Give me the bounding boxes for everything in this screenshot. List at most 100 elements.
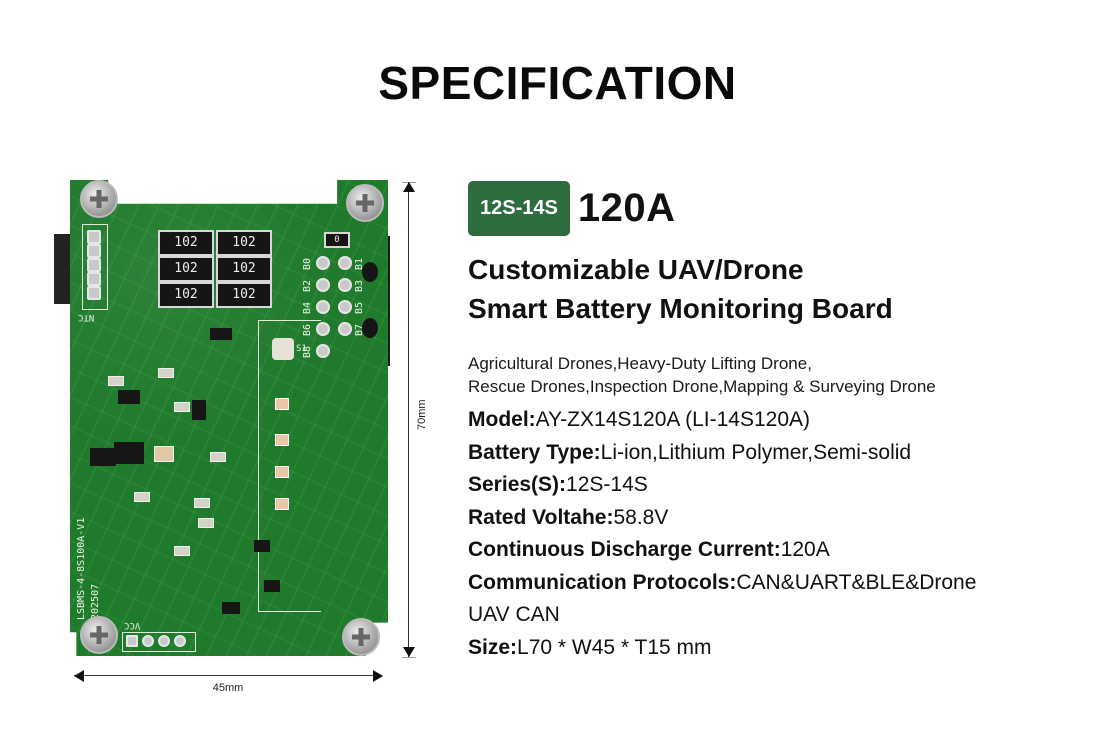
status-led bbox=[275, 434, 289, 446]
transistor bbox=[264, 580, 280, 592]
smd-component bbox=[174, 546, 190, 556]
spec-row-battery-type: Battery Type:Li-ion,Lithium Polymer,Semi… bbox=[468, 437, 1098, 470]
page-title: SPECIFICATION bbox=[378, 57, 737, 109]
screw-bottom-left bbox=[80, 616, 118, 654]
arrow-up-icon bbox=[403, 182, 415, 192]
board-date-code: 202507 bbox=[90, 583, 101, 620]
balance-pin-b3 bbox=[338, 278, 352, 292]
smd-component bbox=[194, 498, 210, 508]
spec-value: 12S-14S bbox=[566, 473, 648, 496]
spec-row-protocols: Communication Protocols:CAN&UART&BLE&Dro… bbox=[468, 567, 1098, 600]
spec-row-protocols-continued: UAV CAN bbox=[468, 599, 1098, 632]
header-pad bbox=[174, 635, 186, 647]
header-pad bbox=[87, 272, 101, 286]
balance-pin-b5 bbox=[338, 300, 352, 314]
smd-component bbox=[174, 402, 190, 412]
smd-component bbox=[134, 492, 150, 502]
spec-panel: 12S-14S 120A Customizable UAV/Drone Smar… bbox=[468, 180, 1098, 664]
led-zone-outline bbox=[258, 320, 321, 612]
spec-value: 58.8V bbox=[613, 505, 669, 529]
subtitle-line-2: Smart Battery Monitoring Board bbox=[468, 293, 893, 324]
width-dimension-line bbox=[74, 675, 382, 676]
header-pad bbox=[87, 244, 101, 258]
spec-value: CAN&UART&BLE&Drone bbox=[736, 570, 977, 594]
spec-row-size: Size:L70 * W45 * T15 mm bbox=[468, 632, 1098, 665]
header-pad bbox=[87, 286, 101, 300]
zero-ohm-resistor: 0 bbox=[324, 232, 350, 248]
spec-row-model: Model:AY-ZX14S120A (LI-14S120A) bbox=[468, 404, 1098, 437]
vcc-header-outline bbox=[122, 632, 196, 652]
current-rating-headline: 120A bbox=[577, 185, 676, 230]
product-image-bms-board: 102 102 102 102 102 102 0 NTC B0 B1 B2 B… bbox=[54, 170, 460, 700]
spec-label: Continuous Discharge Current: bbox=[468, 538, 781, 561]
subtitle-line-1: Customizable UAV/Drone bbox=[468, 254, 804, 285]
pin-label-b3: B3 bbox=[354, 279, 365, 292]
shunt-resistor: 102 bbox=[158, 282, 214, 308]
dimension-cap bbox=[402, 657, 416, 658]
ic-chip bbox=[114, 442, 144, 464]
pin-label-b2: B2 bbox=[302, 279, 313, 292]
shunt-resistor: 102 bbox=[158, 230, 214, 256]
header-pad bbox=[126, 635, 138, 647]
headline-row: 12S-14S 120A bbox=[468, 180, 1098, 236]
shunt-resistor: 102 bbox=[158, 256, 214, 282]
wire-connector-left bbox=[54, 234, 74, 304]
spec-value: UAV CAN bbox=[468, 603, 560, 626]
spec-label: Rated Voltahe: bbox=[468, 505, 614, 529]
screw-bottom-right bbox=[342, 618, 380, 656]
balance-pin-b2 bbox=[316, 278, 330, 292]
smd-component bbox=[108, 376, 124, 386]
status-led bbox=[275, 466, 289, 478]
ic-chip bbox=[118, 390, 140, 404]
balance-pin-b6 bbox=[316, 322, 330, 336]
smd-component bbox=[210, 452, 226, 462]
spec-row-series: Series(S):12S-14S bbox=[468, 469, 1098, 502]
height-dimension-line bbox=[408, 182, 409, 657]
arrow-left-icon bbox=[74, 670, 84, 682]
switch-label: S1 bbox=[296, 344, 307, 354]
spec-value: 120A bbox=[780, 538, 830, 561]
pin-label-b4: B4 bbox=[302, 301, 313, 314]
mounting-hole bbox=[362, 262, 378, 282]
status-led bbox=[275, 398, 289, 410]
balance-pin-b7 bbox=[338, 322, 352, 336]
status-led bbox=[275, 498, 289, 510]
product-subtitle: Customizable UAV/Drone Smart Battery Mon… bbox=[468, 250, 1098, 328]
balance-pin-b0 bbox=[316, 256, 330, 270]
screw-top-right bbox=[346, 184, 384, 222]
ic-chip bbox=[90, 448, 116, 466]
balance-pin-b4 bbox=[316, 300, 330, 314]
spec-value: AY-ZX14S120A (LI-14S120A) bbox=[535, 408, 810, 431]
shunt-resistor: 102 bbox=[216, 256, 272, 282]
spec-label: Communication Protocols: bbox=[468, 570, 737, 594]
transistor bbox=[222, 602, 240, 614]
spec-row-rated-voltage: Rated Voltahe:58.8V bbox=[468, 502, 1098, 535]
spec-label: Size: bbox=[468, 635, 518, 659]
diode bbox=[210, 328, 232, 340]
push-button-switch bbox=[272, 338, 294, 360]
shunt-resistor: 102 bbox=[216, 230, 272, 256]
smd-component bbox=[198, 518, 214, 528]
transistor bbox=[192, 400, 206, 420]
balance-pin-b8 bbox=[316, 344, 330, 358]
spec-row-discharge-current: Continuous Discharge Current:120A bbox=[468, 534, 1098, 567]
applications-line-2: Rescue Drones,Inspection Drone,Mapping &… bbox=[468, 377, 936, 396]
header-pad bbox=[158, 635, 170, 647]
ntc-header-outline bbox=[82, 224, 108, 310]
header-pad bbox=[87, 230, 101, 244]
ntc-label: NTC bbox=[78, 312, 95, 322]
header-pad bbox=[87, 258, 101, 272]
pin-label-b0: B0 bbox=[302, 257, 313, 270]
shunt-resistor: 102 bbox=[216, 282, 272, 308]
spec-label: Battery Type: bbox=[468, 440, 601, 464]
vcc-label: VCC bbox=[124, 620, 141, 630]
capacitor bbox=[154, 446, 174, 462]
spec-label: Model: bbox=[468, 408, 536, 431]
transistor bbox=[254, 540, 270, 552]
height-dimension-label: 70mm bbox=[416, 399, 428, 430]
spec-value: L70 * W45 * T15 mm bbox=[517, 635, 712, 659]
mounting-hole bbox=[362, 318, 378, 338]
arrow-right-icon bbox=[373, 670, 383, 682]
width-dimension-label: 45mm bbox=[212, 682, 244, 694]
balance-pin-b1 bbox=[338, 256, 352, 270]
